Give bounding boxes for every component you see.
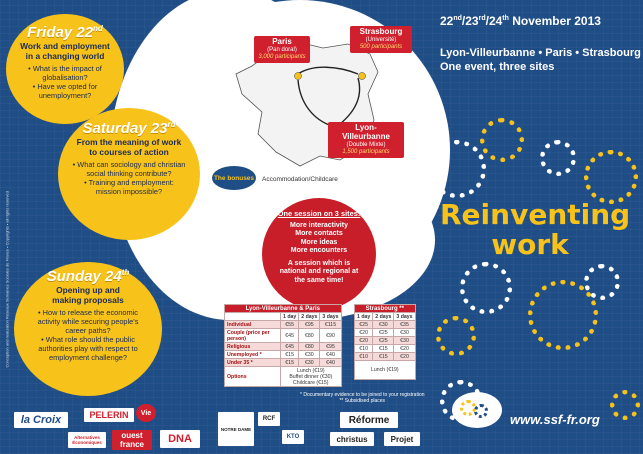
table-row: €10 €15 €20 — [353, 352, 416, 361]
list-item: Training and employment: mission impossi… — [72, 178, 186, 196]
col-header: 2 days — [372, 312, 395, 321]
logo-christus: christus — [330, 432, 374, 446]
table-row: Religious €45 €80 €95 — [224, 342, 342, 351]
list-item: Have we opted for unemployment? — [18, 82, 112, 100]
list-item: What is the impact of globalisation? — [18, 64, 112, 82]
session-item: More interactivity — [290, 221, 348, 229]
ssf-logo — [452, 392, 502, 428]
logo-ouest-france: ouest france — [112, 430, 152, 450]
gear-icon — [428, 140, 486, 198]
logo-alternatives-economiques: Alternatives Économiques — [68, 432, 106, 448]
tagline: One event, three sites — [440, 61, 555, 73]
list-item: How to release the economic activity whi… — [28, 308, 148, 335]
friday-day: Friday 22nd — [27, 24, 103, 41]
accommodation-label: Accommodation/Childcare — [262, 176, 338, 183]
table-row: Unemployed * €15 €30 €40 — [224, 350, 342, 359]
table-caption: Lyon-Villeurbanne & Paris — [224, 304, 342, 313]
title-line-1: Reinventing — [440, 198, 631, 231]
table-row: Lunch (€19) — [354, 360, 416, 380]
gear-icon — [610, 390, 640, 420]
logo-pelerin: PELERIN — [84, 408, 134, 422]
note: * Documentary evidence to be joined to y… — [300, 392, 425, 398]
table-row: €10 €15 €20 — [353, 344, 416, 353]
website-link[interactable]: www.ssf-fr.org — [510, 412, 600, 427]
bonuses-badge: The bonuses — [212, 166, 256, 190]
route-arrow — [297, 79, 333, 127]
logo-notre-dame: NOTRE DAME — [218, 412, 254, 446]
col-header: 1 day — [279, 312, 300, 321]
col-header: 3 days — [393, 312, 416, 321]
gear-icon — [474, 404, 488, 418]
saturday-title: From the meaning of work to courses of a… — [76, 137, 182, 157]
event-sites: Lyon-Villeurbanne • Paris • Strasbourg O… — [440, 46, 641, 74]
friday-points: What is the impact of globalisation? Hav… — [6, 64, 124, 100]
logo-projet: Projet — [384, 432, 420, 446]
pricing-notes: * Documentary evidence to be joined to y… — [300, 392, 425, 404]
note: ** Subsidised places — [339, 398, 386, 404]
gear-icon — [436, 316, 476, 356]
gear-icon — [584, 264, 620, 300]
logo-dna: DNA — [160, 430, 200, 448]
list-item: What role should the public authorities … — [28, 335, 148, 362]
saturday-points: What can sociology and christian social … — [58, 160, 200, 196]
side-credits: Conception and realization Réseaux Semai… — [4, 191, 10, 368]
table-row: Under 35 * €15 €30 €40 — [224, 358, 342, 367]
gear-icon — [480, 118, 524, 162]
city-label-lyon: Lyon-Villeurbanne(Double Mixte)1,500 par… — [328, 122, 404, 158]
event-dates: 22nd/23rd/24th November 2013 — [440, 14, 601, 28]
col-header: 2 days — [298, 312, 321, 321]
title-line-2: work — [491, 228, 569, 261]
table-row: €20 €25 €30 — [353, 336, 416, 345]
gear-icon — [528, 280, 598, 350]
table-row: Individual €55 €95 €115 — [224, 320, 342, 329]
strasbourg-marker — [358, 72, 366, 80]
city-label-paris: Paris(Pan doral)3,000 participants — [254, 36, 310, 63]
paris-marker — [294, 72, 302, 80]
table-row: €20 €25 €30 — [353, 328, 416, 337]
session-footer: A session which is national and regional… — [279, 259, 359, 284]
sites-line: Lyon-Villeurbanne • Paris • Strasbourg — [440, 47, 641, 59]
table-row: €25 €30 €35 — [353, 320, 416, 329]
friday-bubble: Friday 22nd Work and employment in a cha… — [6, 14, 124, 124]
friday-title: Work and employment in a changing world — [20, 41, 110, 61]
session-item: More encounters — [290, 247, 348, 254]
reinventing-work-title: Reinventing work — [440, 198, 631, 261]
sunday-day: Sunday 24th — [46, 268, 130, 285]
logo-la-croix: la Croix — [14, 412, 68, 428]
list-item: What can sociology and christian social … — [72, 160, 186, 178]
logo-kto: KTO — [282, 430, 304, 444]
logo-rcf: RCF — [258, 412, 280, 426]
one-session-badge: One session on 3 sites: More interactivi… — [262, 198, 376, 310]
gear-icon — [584, 150, 638, 204]
col-header: 3 days — [319, 312, 342, 321]
logo-vie: Vie — [136, 404, 156, 422]
sunday-bubble: Sunday 24th Opening up and making propos… — [14, 262, 162, 396]
logo-reforme: Réforme — [340, 412, 398, 428]
table-row: Couple (price per person) €45 €80 €90 — [224, 328, 342, 343]
gear-icon — [540, 140, 576, 176]
route-arrow — [297, 66, 359, 75]
saturday-day: Saturday 23rd — [82, 120, 176, 137]
pricing-table-lyon-paris: Lyon-Villeurbanne & Paris 1 day 2 days 3… — [224, 304, 342, 387]
pricing-table-strasbourg: Strasbourg ** 1 day 2 days 3 days €25 €3… — [353, 304, 416, 380]
table-row: Options Lunch (€19) Buffet dinner (€30) … — [224, 366, 342, 387]
route-arrow — [339, 77, 361, 125]
sunday-title: Opening up and making proposals — [52, 285, 124, 305]
gear-icon — [460, 262, 512, 314]
session-title: One session on 3 sites: — [277, 209, 361, 218]
col-header: 1 day — [353, 312, 374, 321]
city-label-strasbourg: Strasbourg(Université)500 participants — [350, 26, 412, 53]
sunday-points: How to release the economic activity whi… — [14, 308, 162, 362]
saturday-bubble: Saturday 23rd From the meaning of work t… — [58, 108, 200, 240]
session-item: More contacts — [295, 230, 343, 237]
session-item: More ideas — [300, 238, 338, 246]
table-caption: Strasbourg ** — [354, 304, 416, 313]
